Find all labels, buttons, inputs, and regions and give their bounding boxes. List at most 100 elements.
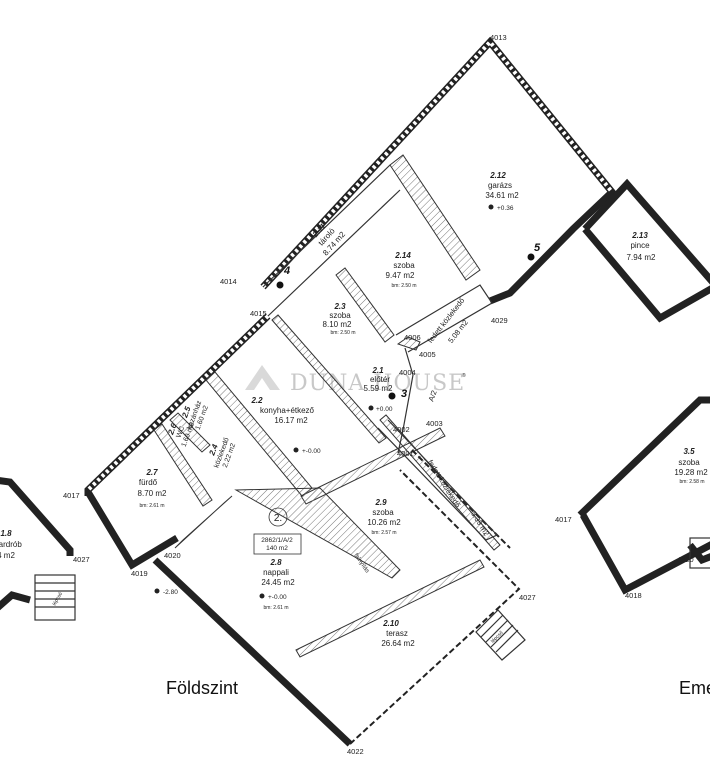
level-icon xyxy=(293,447,299,453)
svg-text:2.2: 2.2 xyxy=(250,396,263,405)
room-3-5: 3.5 szoba 19.28 m2 bm: 2.58 m xyxy=(674,447,708,485)
svg-text:szoba: szoba xyxy=(393,261,415,270)
svg-text:5.59 m2: 5.59 m2 xyxy=(364,384,393,393)
svg-text:nappali: nappali xyxy=(263,568,289,577)
svg-text:2.13: 2.13 xyxy=(631,231,648,240)
room-1-8: 1.8 gardrób 4 m2 xyxy=(0,529,22,560)
svg-text:24.45 m2: 24.45 m2 xyxy=(261,578,295,587)
level-left-label: -2.80 xyxy=(163,589,178,596)
svg-text:4019: 4019 xyxy=(131,569,148,578)
svg-text:4020: 4020 xyxy=(677,555,694,564)
marker-4: 4 xyxy=(276,265,290,289)
unit-label: 2. 2862/1/A/2 140 m2 xyxy=(253,507,302,555)
svg-text:bm: 2.57 m: bm: 2.57 m xyxy=(371,530,396,536)
svg-text:19.28 m2: 19.28 m2 xyxy=(674,468,708,477)
watermark-logo xyxy=(245,365,280,390)
svg-text:2.10: 2.10 xyxy=(382,619,399,628)
svg-text:pince: pince xyxy=(630,241,650,250)
watermark: DUNA HOUSE ® xyxy=(245,365,466,396)
svg-text:8.10 m2: 8.10 m2 xyxy=(323,320,352,329)
svg-text:10.26 m2: 10.26 m2 xyxy=(367,518,401,527)
room-2-4: 2.4 közlekedő 2.22 m2 xyxy=(207,437,237,469)
svg-text:szoba: szoba xyxy=(678,458,700,467)
svg-text:WC: WC xyxy=(176,425,187,438)
marker-3: 3 xyxy=(388,388,407,400)
svg-text:fürdő: fürdő xyxy=(139,478,158,487)
level-icon xyxy=(154,588,160,594)
svg-text:2.7: 2.7 xyxy=(145,468,158,477)
svg-text:8.70 m2: 8.70 m2 xyxy=(138,489,167,498)
room-2-1: 2.1 előtér 5.59 m2 +0.00 xyxy=(364,366,393,413)
svg-text:4004: 4004 xyxy=(399,368,416,377)
svg-text:4015: 4015 xyxy=(250,309,267,318)
level-icon xyxy=(368,405,374,411)
svg-text:2.4: 2.4 xyxy=(207,443,220,458)
node-labels: 4013 4014 4015 4006 4029 4005 4004 4003 … xyxy=(63,33,694,756)
svg-text:+0.36: +0.36 xyxy=(497,205,514,212)
room-2-7: 2.7 fürdő 8.70 m2 bm: 2.61 m xyxy=(138,468,167,509)
room-2-13: 2.13 pince 7.94 m2 xyxy=(627,231,656,262)
floor-caption-upper: Eme xyxy=(679,678,710,698)
svg-text:4001: 4001 xyxy=(397,449,414,458)
svg-text:bm: 2.50 m: bm: 2.50 m xyxy=(391,283,416,289)
svg-text:3.5: 3.5 xyxy=(683,447,695,456)
svg-text:2.8: 2.8 xyxy=(269,558,282,567)
svg-text:4018: 4018 xyxy=(625,591,642,600)
stair-left: lépcső xyxy=(34,574,76,621)
svg-text:+-0.00: +-0.00 xyxy=(268,594,287,601)
room-2-14: 2.14 szoba 9.47 m2 bm: 2.50 m xyxy=(386,251,417,289)
svg-text:140 m2: 140 m2 xyxy=(266,545,288,552)
room-2-9: 2.9 szoba 10.26 m2 bm: 2.57 m xyxy=(367,498,401,536)
level-icon xyxy=(488,204,494,210)
floor-caption-ground: Földszint xyxy=(166,678,238,698)
level-icon xyxy=(259,593,265,599)
room-2-10: 2.10 terasz 26.64 m2 xyxy=(381,619,415,648)
svg-text:2.6: 2.6 xyxy=(166,422,179,437)
watermark-reg: ® xyxy=(462,372,466,379)
svg-text:bm: 2.61 m: bm: 2.61 m xyxy=(263,605,288,611)
svg-text:4003: 4003 xyxy=(426,419,443,428)
svg-text:1.8: 1.8 xyxy=(0,529,12,538)
svg-text:4022: 4022 xyxy=(347,747,364,756)
room-2-2: 2.2 konyha+étkező 16.17 m2 +-0.00 xyxy=(250,396,321,455)
svg-text:7.94 m2: 7.94 m2 xyxy=(627,253,656,262)
right-floor-walls xyxy=(577,396,710,595)
svg-text:4 m2: 4 m2 xyxy=(0,551,15,560)
svg-text:4017: 4017 xyxy=(63,491,80,500)
svg-text:2.14: 2.14 xyxy=(394,251,411,260)
svg-text:4002: 4002 xyxy=(393,425,410,434)
svg-text:2.1: 2.1 xyxy=(371,366,384,375)
svg-text:4027: 4027 xyxy=(519,593,536,602)
room-2-3: 2.3 szoba 8.10 m2 bm: 2.50 m xyxy=(323,302,356,336)
svg-text:garázs: garázs xyxy=(488,181,512,190)
svg-text:26.64 m2: 26.64 m2 xyxy=(381,639,415,648)
svg-text:2862/1/A/2: 2862/1/A/2 xyxy=(261,537,293,544)
svg-text:bm: 2.58 m: bm: 2.58 m xyxy=(679,479,704,485)
svg-text:9.47 m2: 9.47 m2 xyxy=(386,271,415,280)
room-2-8: 2.8 nappali 24.45 m2 +-0.00 bm: 2.61 m xyxy=(259,558,295,611)
stair-right: lépcső xyxy=(475,609,526,661)
svg-text:gardrób: gardrób xyxy=(0,540,22,549)
stair-right-label: lépcső xyxy=(490,630,505,645)
svg-text:3: 3 xyxy=(401,388,407,400)
svg-text:2.12: 2.12 xyxy=(489,171,506,180)
room-2-12: 2.12 garázs 34.61 m2 +0.36 xyxy=(485,171,519,212)
ground-floor-walls xyxy=(84,36,710,747)
svg-text:4: 4 xyxy=(283,265,290,277)
svg-text:2.3: 2.3 xyxy=(333,302,346,311)
svg-text:2.9: 2.9 xyxy=(374,498,387,507)
svg-text:34.61 m2: 34.61 m2 xyxy=(485,191,519,200)
svg-text:4013: 4013 xyxy=(490,33,507,42)
a2-label: A/2 xyxy=(426,389,438,403)
svg-text:5: 5 xyxy=(534,242,541,254)
svg-text:4017: 4017 xyxy=(555,515,572,524)
svg-text:bm: 2.61 m: bm: 2.61 m xyxy=(139,503,164,509)
svg-text:+-0.00: +-0.00 xyxy=(302,448,321,455)
left-floor-walls xyxy=(0,477,74,611)
svg-text:16.17 m2: 16.17 m2 xyxy=(274,416,308,425)
svg-text:bm: 2.50 m: bm: 2.50 m xyxy=(330,330,355,336)
svg-text:4014: 4014 xyxy=(220,277,237,286)
svg-text:+0.00: +0.00 xyxy=(376,406,393,413)
svg-text:2.: 2. xyxy=(274,513,282,524)
